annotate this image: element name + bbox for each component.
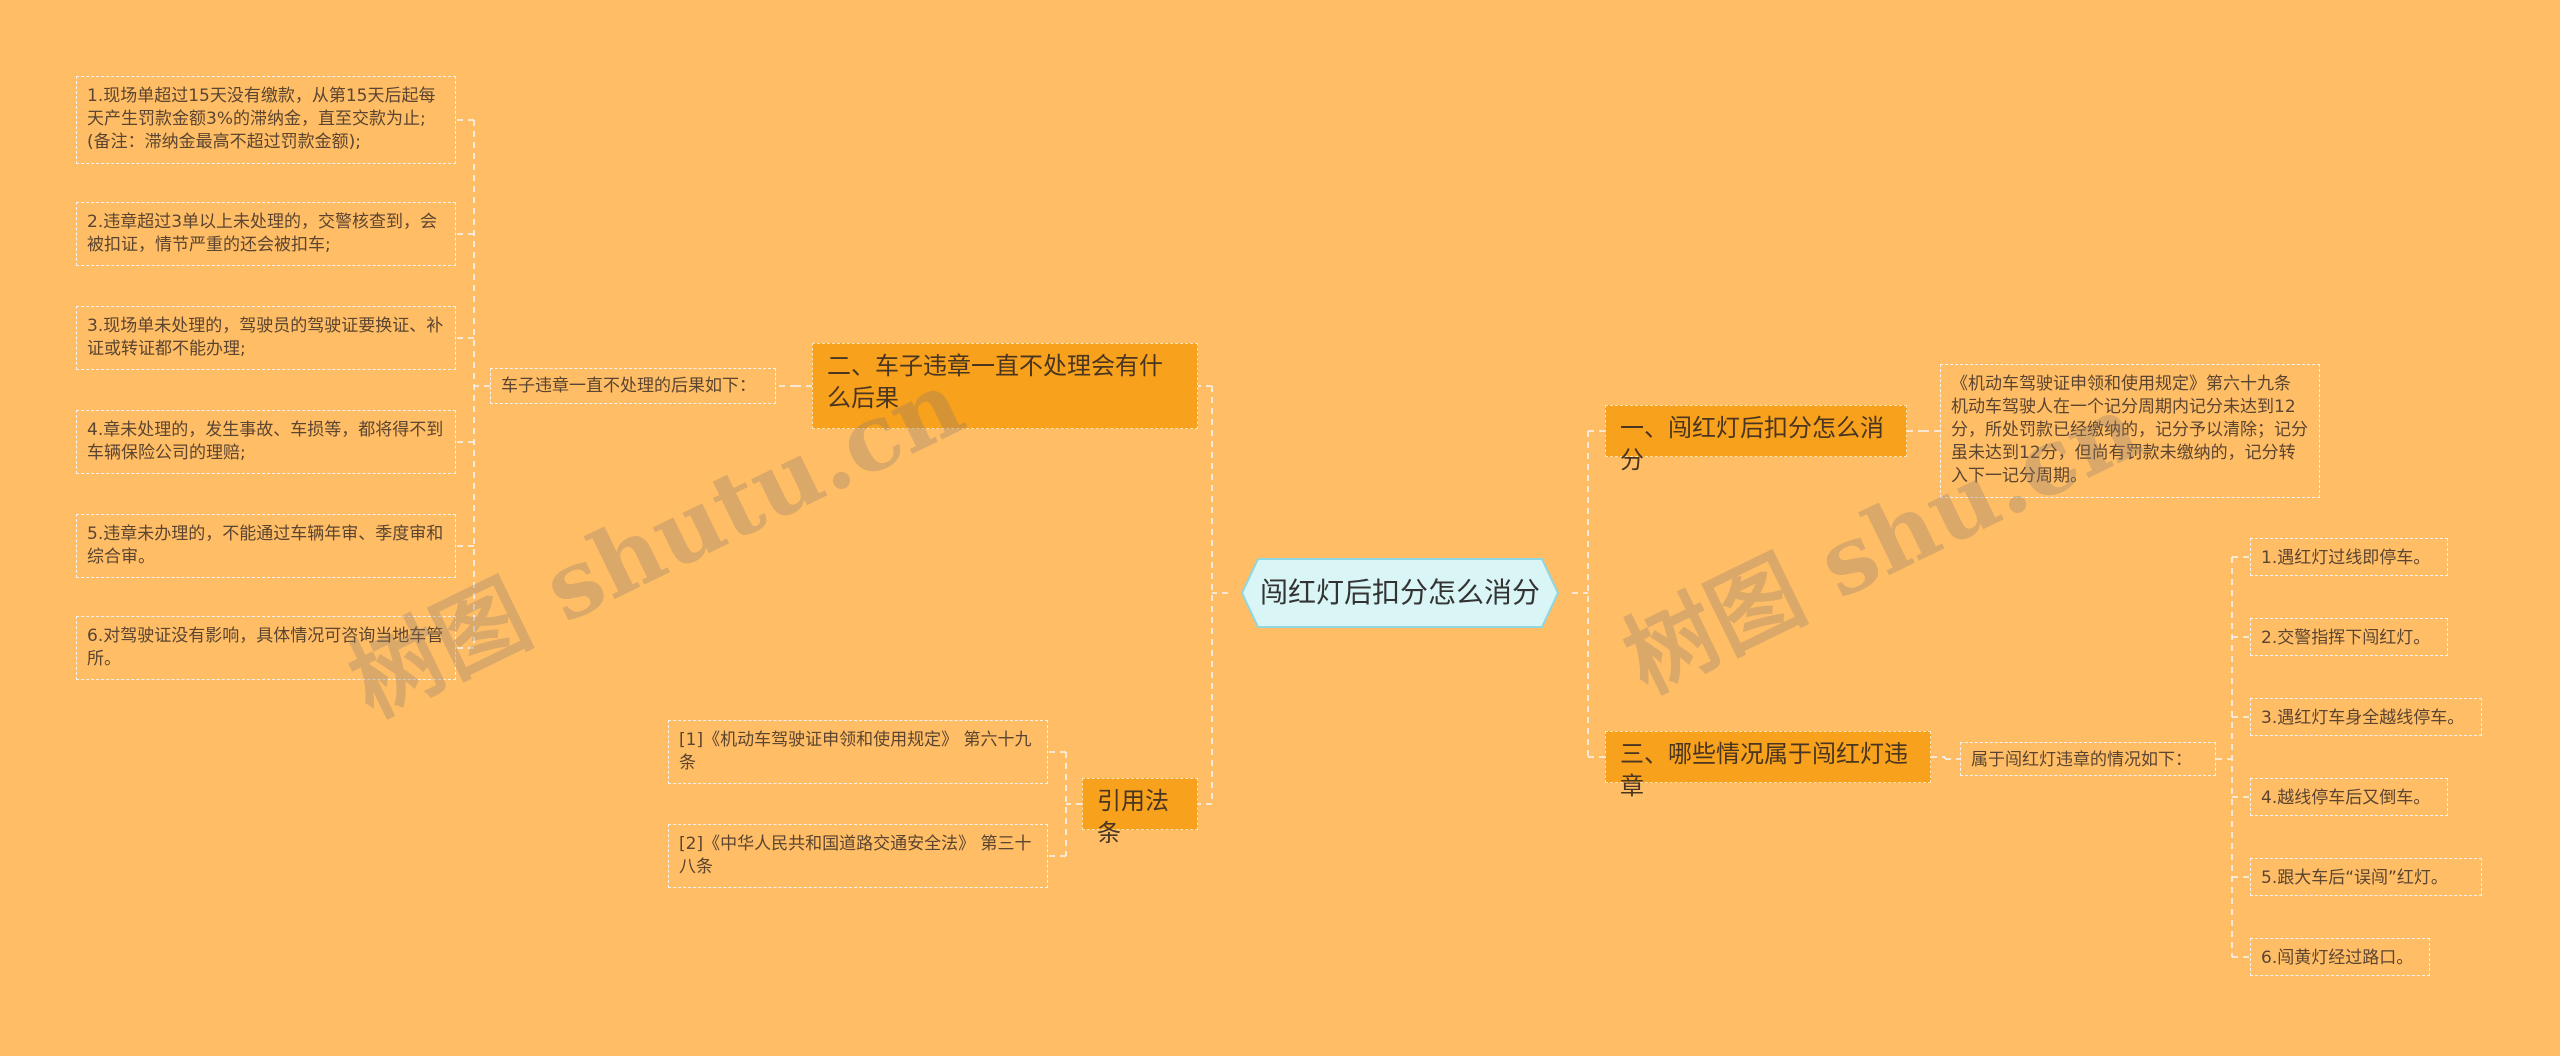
branch-3-leaf[interactable]: 4.越线停车后又倒车。 (2250, 778, 2448, 816)
branch-2-leaf[interactable]: 3.现场单未处理的，驾驶员的驾驶证要换证、补证或转证都不能办理; (76, 306, 456, 370)
branch-3-leaf[interactable]: 5.跟大车后“误闯”红灯。 (2250, 858, 2482, 896)
leaf-text: 5.跟大车后“误闯”红灯。 (2261, 868, 2448, 888)
branch-node-2[interactable]: 二、车子违章一直不处理会有什么后果 (812, 343, 1198, 429)
branch-label: 一、闯红灯后扣分怎么消分 (1620, 414, 1884, 474)
center-node-shape (1240, 558, 1560, 628)
branch-4-leaf[interactable]: [1]《机动车驾驶证申领和使用规定》 第六十九条 (668, 720, 1048, 784)
leaf-text: 2.交警指挥下闯红灯。 (2261, 628, 2431, 648)
intro-text: 车子违章一直不处理的后果如下： (501, 376, 756, 396)
branch-3-leaf[interactable]: 6.闯黄灯经过路口。 (2250, 938, 2430, 976)
leaf-text: [2]《中华人民共和国道路交通安全法》 第三十八条 (679, 834, 1032, 877)
leaf-text: 6.闯黄灯经过路口。 (2261, 948, 2414, 968)
branch-label: 引用法条 (1097, 787, 1169, 847)
intro-text: 属于闯红灯违章的情况如下： (1971, 750, 2192, 770)
leaf-text: 4.越线停车后又倒车。 (2261, 788, 2431, 808)
branch-4-leaf[interactable]: [2]《中华人民共和国道路交通安全法》 第三十八条 (668, 824, 1048, 888)
branch-node-3[interactable]: 三、哪些情况属于闯红灯违章 (1605, 731, 1931, 800)
branch-label: 三、哪些情况属于闯红灯违章 (1620, 740, 1908, 800)
branch-2-intro[interactable]: 车子违章一直不处理的后果如下： (490, 368, 776, 404)
leaf-text: [1]《机动车驾驶证申领和使用规定》 第六十九条 (679, 730, 1032, 773)
branch-2-leaf[interactable]: 5.违章未办理的，不能通过车辆年审、季度审和综合审。 (76, 514, 456, 578)
branch-node-1[interactable]: 一、闯红灯后扣分怎么消分 (1605, 405, 1907, 474)
branch-3-leaf[interactable]: 1.遇红灯过线即停车。 (2250, 538, 2448, 576)
branch-2-leaf[interactable]: 1.现场单超过15天没有缴款，从第15天后起每天产生罚款金额3%的滞纳金，直至交… (76, 76, 456, 164)
branch-3-leaf[interactable]: 3.遇红灯车身全越线停车。 (2250, 698, 2482, 736)
leaf-text: 1.遇红灯过线即停车。 (2261, 548, 2431, 568)
leaf-text: 《机动车驾驶证申领和使用规定》第六十九条 机动车驾驶人在一个记分周期内记分未达到… (1951, 374, 2308, 486)
center-node-label: 闯红灯后扣分怎么消分 (1259, 576, 1540, 609)
leaf-text: 3.现场单未处理的，驾驶员的驾驶证要换证、补证或转证都不能办理; (87, 316, 444, 359)
branch-1-leaf[interactable]: 《机动车驾驶证申领和使用规定》第六十九条 机动车驾驶人在一个记分周期内记分未达到… (1940, 364, 2320, 498)
center-node[interactable]: 闯红灯后扣分怎么消分 (1228, 557, 1572, 629)
leaf-text: 5.违章未办理的，不能通过车辆年审、季度审和综合审。 (87, 524, 444, 567)
leaf-text: 6.对驾驶证没有影响，具体情况可咨询当地车管所。 (87, 626, 444, 669)
branch-label: 二、车子违章一直不处理会有什么后果 (827, 352, 1163, 412)
branch-3-intro[interactable]: 属于闯红灯违章的情况如下： (1960, 742, 2216, 776)
branch-2-leaf[interactable]: 6.对驾驶证没有影响，具体情况可咨询当地车管所。 (76, 616, 456, 680)
branch-2-leaf[interactable]: 2.违章超过3单以上未处理的，交警核查到，会被扣证，情节严重的还会被扣车; (76, 202, 456, 266)
leaf-text: 2.违章超过3单以上未处理的，交警核查到，会被扣证，情节严重的还会被扣车; (87, 212, 438, 255)
leaf-text: 4.章未处理的，发生事故、车损等，都将得不到车辆保险公司的理赔; (87, 420, 444, 463)
leaf-text: 3.遇红灯车身全越线停车。 (2261, 708, 2465, 728)
branch-3-leaf[interactable]: 2.交警指挥下闯红灯。 (2250, 618, 2448, 656)
branch-node-4[interactable]: 引用法条 (1082, 778, 1198, 847)
branch-2-leaf[interactable]: 4.章未处理的，发生事故、车损等，都将得不到车辆保险公司的理赔; (76, 410, 456, 474)
leaf-text: 1.现场单超过15天没有缴款，从第15天后起每天产生罚款金额3%的滞纳金，直至交… (87, 86, 436, 152)
